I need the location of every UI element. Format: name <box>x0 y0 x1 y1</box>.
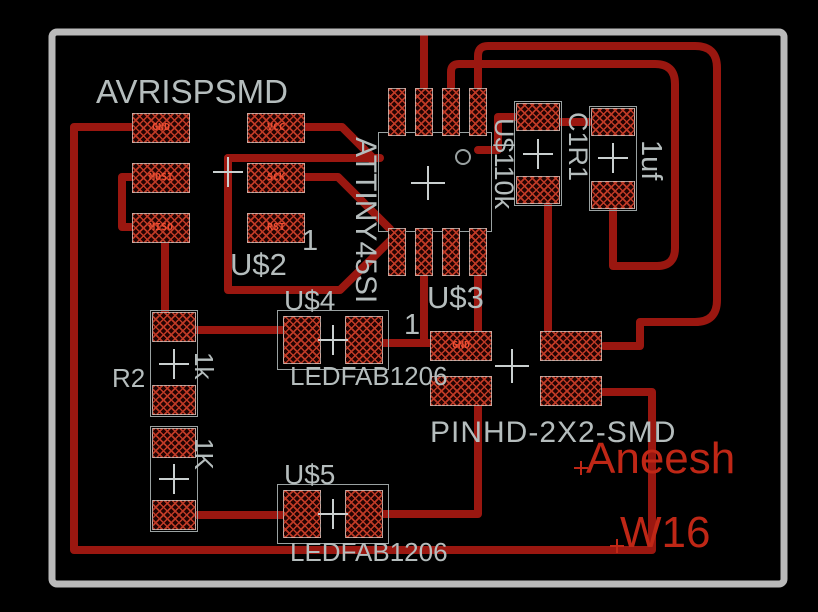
pin1-marker <box>455 149 471 165</box>
copper-trace[interactable] <box>474 42 721 350</box>
pad-label: RST <box>266 222 286 233</box>
c1-name: C1 <box>563 112 593 147</box>
r3-outline <box>150 426 198 532</box>
pad-label: GND <box>151 122 171 133</box>
origin-cross[interactable] <box>318 325 348 355</box>
led2-package-label[interactable]: LEDFAB1206 <box>290 537 448 567</box>
origin-cross[interactable] <box>598 143 628 173</box>
led1-package-label[interactable]: LEDFAB1206 <box>290 361 448 391</box>
mcu-package-label[interactable]: ATTINY45SI <box>349 137 382 304</box>
led1-outline <box>277 310 389 370</box>
header-pad[interactable] <box>540 376 602 406</box>
led1-pad[interactable] <box>345 316 383 364</box>
copper-trace[interactable] <box>299 173 394 233</box>
mcu-body-outline <box>378 132 492 232</box>
c1-outline <box>589 106 637 211</box>
copper-trace[interactable] <box>377 400 482 518</box>
copper-trace[interactable] <box>447 60 679 270</box>
r2-pad[interactable] <box>152 312 196 342</box>
mcu-pad[interactable] <box>415 228 433 276</box>
pad-label: SCK <box>266 172 286 183</box>
author-text[interactable]: Aneesh <box>586 434 736 483</box>
isp-pad[interactable]: SCK <box>247 163 305 193</box>
mcu-pad[interactable] <box>442 88 460 136</box>
pad-label: MOSI <box>148 172 174 183</box>
led2-pad[interactable] <box>283 490 321 538</box>
r1-name: U$1 <box>489 118 519 166</box>
led1-pad[interactable] <box>283 316 321 364</box>
isp-pad[interactable]: VCC <box>247 113 305 143</box>
week-text[interactable]: W16 <box>620 508 711 557</box>
r3-pad[interactable] <box>152 500 196 530</box>
isp-refdes-label[interactable]: U$2 <box>230 247 287 282</box>
c1-pad[interactable] <box>591 108 635 136</box>
board-outline[interactable] <box>48 28 788 588</box>
r1-label[interactable]: U$110k <box>488 118 519 210</box>
copper-trace[interactable] <box>118 173 141 231</box>
isp-pad[interactable]: GND <box>132 113 190 143</box>
mcu-pad[interactable] <box>388 228 406 276</box>
pad-label: MISO <box>148 222 174 233</box>
pad-label: VCC <box>266 122 286 133</box>
header-pad[interactable] <box>540 331 602 361</box>
pad-label: GND <box>451 340 471 351</box>
isp-pad[interactable]: RST <box>247 213 305 243</box>
header-pad[interactable]: GND <box>430 331 492 361</box>
led1-refdes-label[interactable]: U$4 <box>284 285 336 316</box>
c1-value-label[interactable]: 1uf <box>635 140 667 181</box>
origin-cross[interactable] <box>523 139 553 169</box>
header-pad[interactable] <box>430 376 492 406</box>
mcu-pad[interactable] <box>469 228 487 276</box>
isp-pad[interactable]: MISO <box>132 213 190 243</box>
origin-cross[interactable] <box>159 349 189 379</box>
r2-value-label[interactable]: 1k <box>189 352 219 380</box>
r1-outline <box>514 101 562 206</box>
r1-pad[interactable] <box>516 176 560 204</box>
led2-outline <box>277 484 389 544</box>
mcu-pad[interactable] <box>415 88 433 136</box>
isp-pin1-label[interactable]: 1 <box>302 225 319 257</box>
r1-value: 10k <box>489 165 519 210</box>
isp-name-label[interactable]: AVRISPSMD <box>96 73 288 110</box>
r2-outline <box>150 310 198 417</box>
origin-cross[interactable] <box>213 157 243 187</box>
r1-pad[interactable] <box>516 103 560 131</box>
r2-pad[interactable] <box>152 385 196 415</box>
mcu-pin1-label[interactable]: 1 <box>404 309 421 341</box>
isp-pad[interactable]: MOSI <box>132 163 190 193</box>
origin-cross[interactable] <box>495 349 529 383</box>
mcu-pad[interactable] <box>469 88 487 136</box>
c1-label[interactable]: C1R1 <box>562 112 593 182</box>
r2-name-label[interactable]: R2 <box>112 363 146 393</box>
header-refdes-label[interactable]: U$3 <box>427 280 484 315</box>
header-package-label[interactable]: PINHD-2X2-SMD <box>430 416 677 449</box>
copper-trace[interactable] <box>70 123 656 554</box>
led2-refdes-label[interactable]: U$5 <box>284 459 336 490</box>
copper-trace[interactable] <box>224 154 401 294</box>
r3-pad[interactable] <box>152 428 196 458</box>
r3-value-label[interactable]: 1K <box>189 438 219 470</box>
copper-trace[interactable] <box>474 113 522 154</box>
origin-cross[interactable] <box>318 499 348 529</box>
origin-cross[interactable] <box>411 166 445 200</box>
origin-cross[interactable] <box>159 464 189 494</box>
c1-pad[interactable] <box>591 181 635 209</box>
led2-pad[interactable] <box>345 490 383 538</box>
mcu-pad[interactable] <box>388 88 406 136</box>
mcu-pad[interactable] <box>442 228 460 276</box>
c1-name2: R1 <box>563 146 593 182</box>
